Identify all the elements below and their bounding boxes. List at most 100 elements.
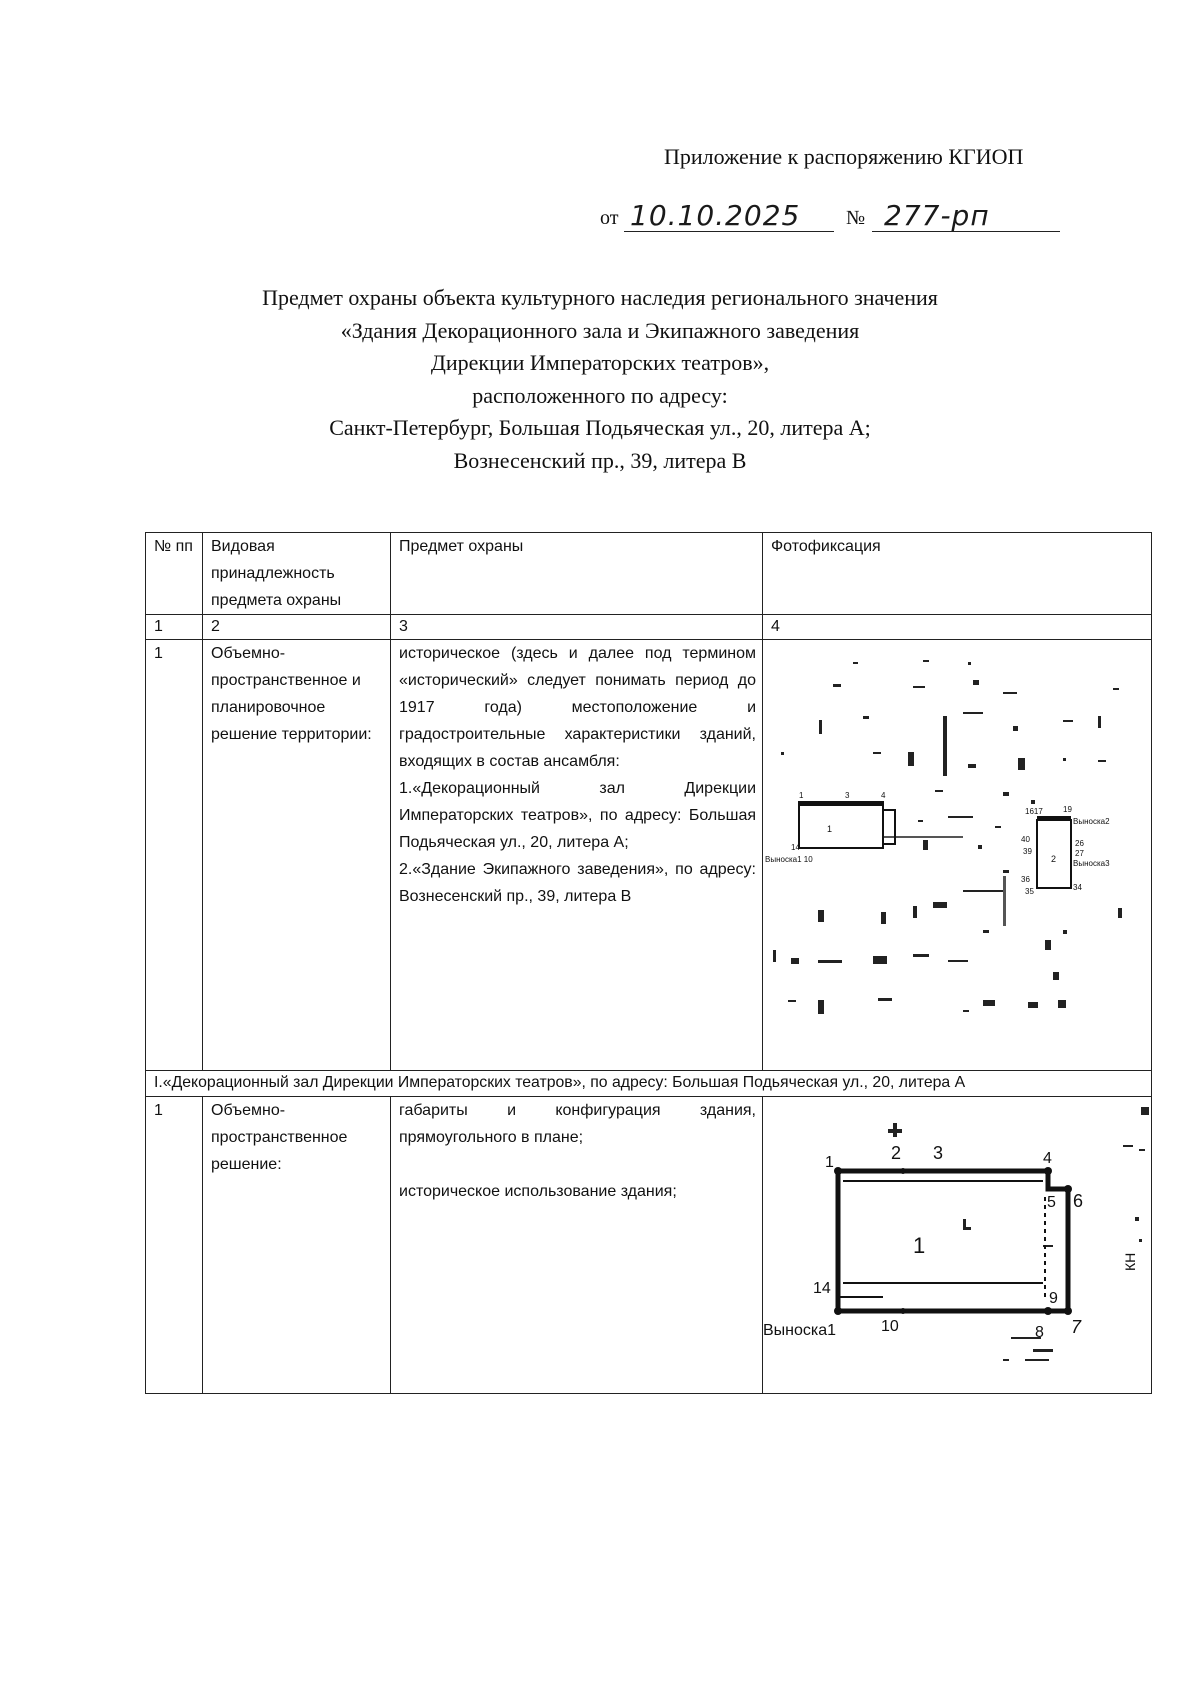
plan-vertex — [1064, 1307, 1072, 1315]
protection-subject-table: № пп Видовая принадлежность предмета охр… — [145, 532, 1152, 1394]
speck — [1058, 1000, 1066, 1008]
site-label: 35 — [1025, 887, 1034, 896]
plan-vertex — [900, 1308, 906, 1314]
date-underline — [624, 231, 834, 232]
speck — [963, 890, 1003, 892]
site-label: 14 — [791, 843, 800, 852]
speck — [1003, 1359, 1009, 1361]
speck — [1011, 1337, 1041, 1339]
row-subject: габариты и конфигурация здания, прямоуго… — [390, 1096, 763, 1394]
speck — [819, 720, 822, 734]
speck — [1031, 800, 1035, 804]
speck — [1003, 792, 1009, 796]
speck — [1063, 758, 1066, 761]
speck — [933, 902, 947, 908]
paragraph-gap — [399, 1151, 756, 1178]
speck — [833, 684, 841, 687]
speck — [788, 1000, 796, 1002]
speck — [863, 716, 869, 719]
subject-paragraph: габариты и конфигурация здания, прямоуго… — [399, 1102, 756, 1146]
plan-label: 2 — [891, 1143, 901, 1163]
plan-label: 3 — [933, 1143, 943, 1163]
speck — [1053, 972, 1059, 980]
speck — [1098, 716, 1101, 728]
column-number: 2 — [202, 614, 391, 640]
header-num: № пп — [145, 532, 203, 615]
site-label: Вынoска2 — [1073, 817, 1110, 826]
subject-paragraph: историческое (здесь и далее под термином… — [399, 645, 756, 770]
speck — [1141, 1107, 1149, 1115]
title-line: расположенного по адресу: — [472, 382, 728, 408]
speck — [963, 1227, 971, 1230]
column-number: 3 — [390, 614, 763, 640]
speck — [913, 906, 917, 918]
title-line: «Здания Декорационного зала и Экипажного… — [340, 317, 860, 343]
speck — [1123, 1145, 1133, 1147]
subject-paragraph: историческое использование здания; — [399, 1183, 677, 1200]
site-map-image: 1 3 4 14 Вынoска1 10 1 1617 19 Вынoска2 … — [765, 660, 1122, 1014]
plan-label: КН — [1122, 1253, 1138, 1271]
speck — [978, 845, 982, 849]
row-type: Объемно-пространственное и планировочное… — [202, 639, 391, 1071]
header-photo: Фотофиксация — [762, 532, 1152, 615]
speck — [968, 662, 971, 665]
plan-label: 8 — [1035, 1324, 1044, 1341]
site-map-photo: 1 3 4 14 Вынoска1 10 1 1617 19 Вынoска2 … — [762, 639, 1152, 1071]
plan-label: 10 — [881, 1318, 899, 1335]
site-label: 39 — [1023, 847, 1032, 856]
document-title: Предмет охраны объекта культурного насле… — [0, 282, 1200, 478]
site-label: 1 — [799, 791, 804, 800]
site-building-2-edge — [1037, 816, 1071, 820]
speck — [963, 712, 983, 714]
speck — [1003, 870, 1009, 873]
speck — [881, 912, 886, 924]
order-number: 277-рп — [884, 199, 990, 232]
plan-vertex — [1044, 1307, 1052, 1315]
title-line: Дирекции Императорских театров», — [430, 350, 770, 376]
speck — [1139, 1239, 1142, 1242]
speck — [873, 956, 887, 964]
speck — [918, 820, 923, 822]
title-line: Санкт-Петербург, Большая Подьяческая ул.… — [329, 415, 871, 441]
speck — [1003, 876, 1006, 926]
site-label: 2 — [1051, 854, 1056, 864]
column-number-row: 1 2 3 4 — [145, 614, 1152, 640]
site-label: Вынoска1 10 — [765, 855, 813, 864]
plan-label: 9 — [1049, 1290, 1058, 1307]
speck — [1045, 940, 1051, 950]
site-building-1 — [798, 801, 896, 849]
speck — [1139, 1149, 1145, 1151]
plan-vertex — [834, 1167, 842, 1175]
speck — [923, 660, 929, 662]
speck — [913, 686, 925, 688]
building-plan-photo: 1 2 3 4 5 6 7 8 9 10 14 1 Вынoска1 КН — [762, 1096, 1152, 1394]
speck — [1135, 1217, 1139, 1221]
speck — [908, 752, 914, 766]
plan-label: 1 — [913, 1233, 925, 1258]
speck — [1098, 760, 1106, 762]
speck — [893, 1123, 897, 1137]
subject-paragraph: 1.«Декорационный зал Дирекции Императорс… — [399, 780, 756, 851]
speck — [883, 836, 963, 838]
column-number: 4 — [762, 614, 1152, 640]
speck — [1063, 930, 1067, 934]
column-number: 1 — [145, 614, 203, 640]
speck — [913, 954, 929, 957]
title-line: Предмет охраны объекта культурного насле… — [262, 285, 938, 310]
title-line: Вознесенский пр., 39, литера В — [453, 447, 747, 473]
table-row: 1 Объемно-пространственное и планировочн… — [145, 639, 1152, 1071]
plan-vertex — [834, 1307, 842, 1315]
row-num: 1 — [145, 1096, 203, 1394]
building-plan-outline — [835, 1168, 1071, 1314]
site-building-1-edge — [799, 802, 883, 806]
speck — [963, 1010, 969, 1012]
plan-label: 4 — [1043, 1150, 1052, 1167]
number-underline — [872, 231, 1060, 232]
site-label: 1617 — [1025, 807, 1043, 816]
site-building-2 — [1036, 816, 1072, 889]
row-num: 1 — [145, 639, 203, 1071]
header-type: Видовая принадлежность предмета охраны — [202, 532, 391, 615]
site-label: 19 — [1063, 805, 1072, 814]
section-header-row: I.«Декорационный зал Дирекции Императорс… — [145, 1070, 1152, 1097]
speck — [1013, 726, 1018, 731]
